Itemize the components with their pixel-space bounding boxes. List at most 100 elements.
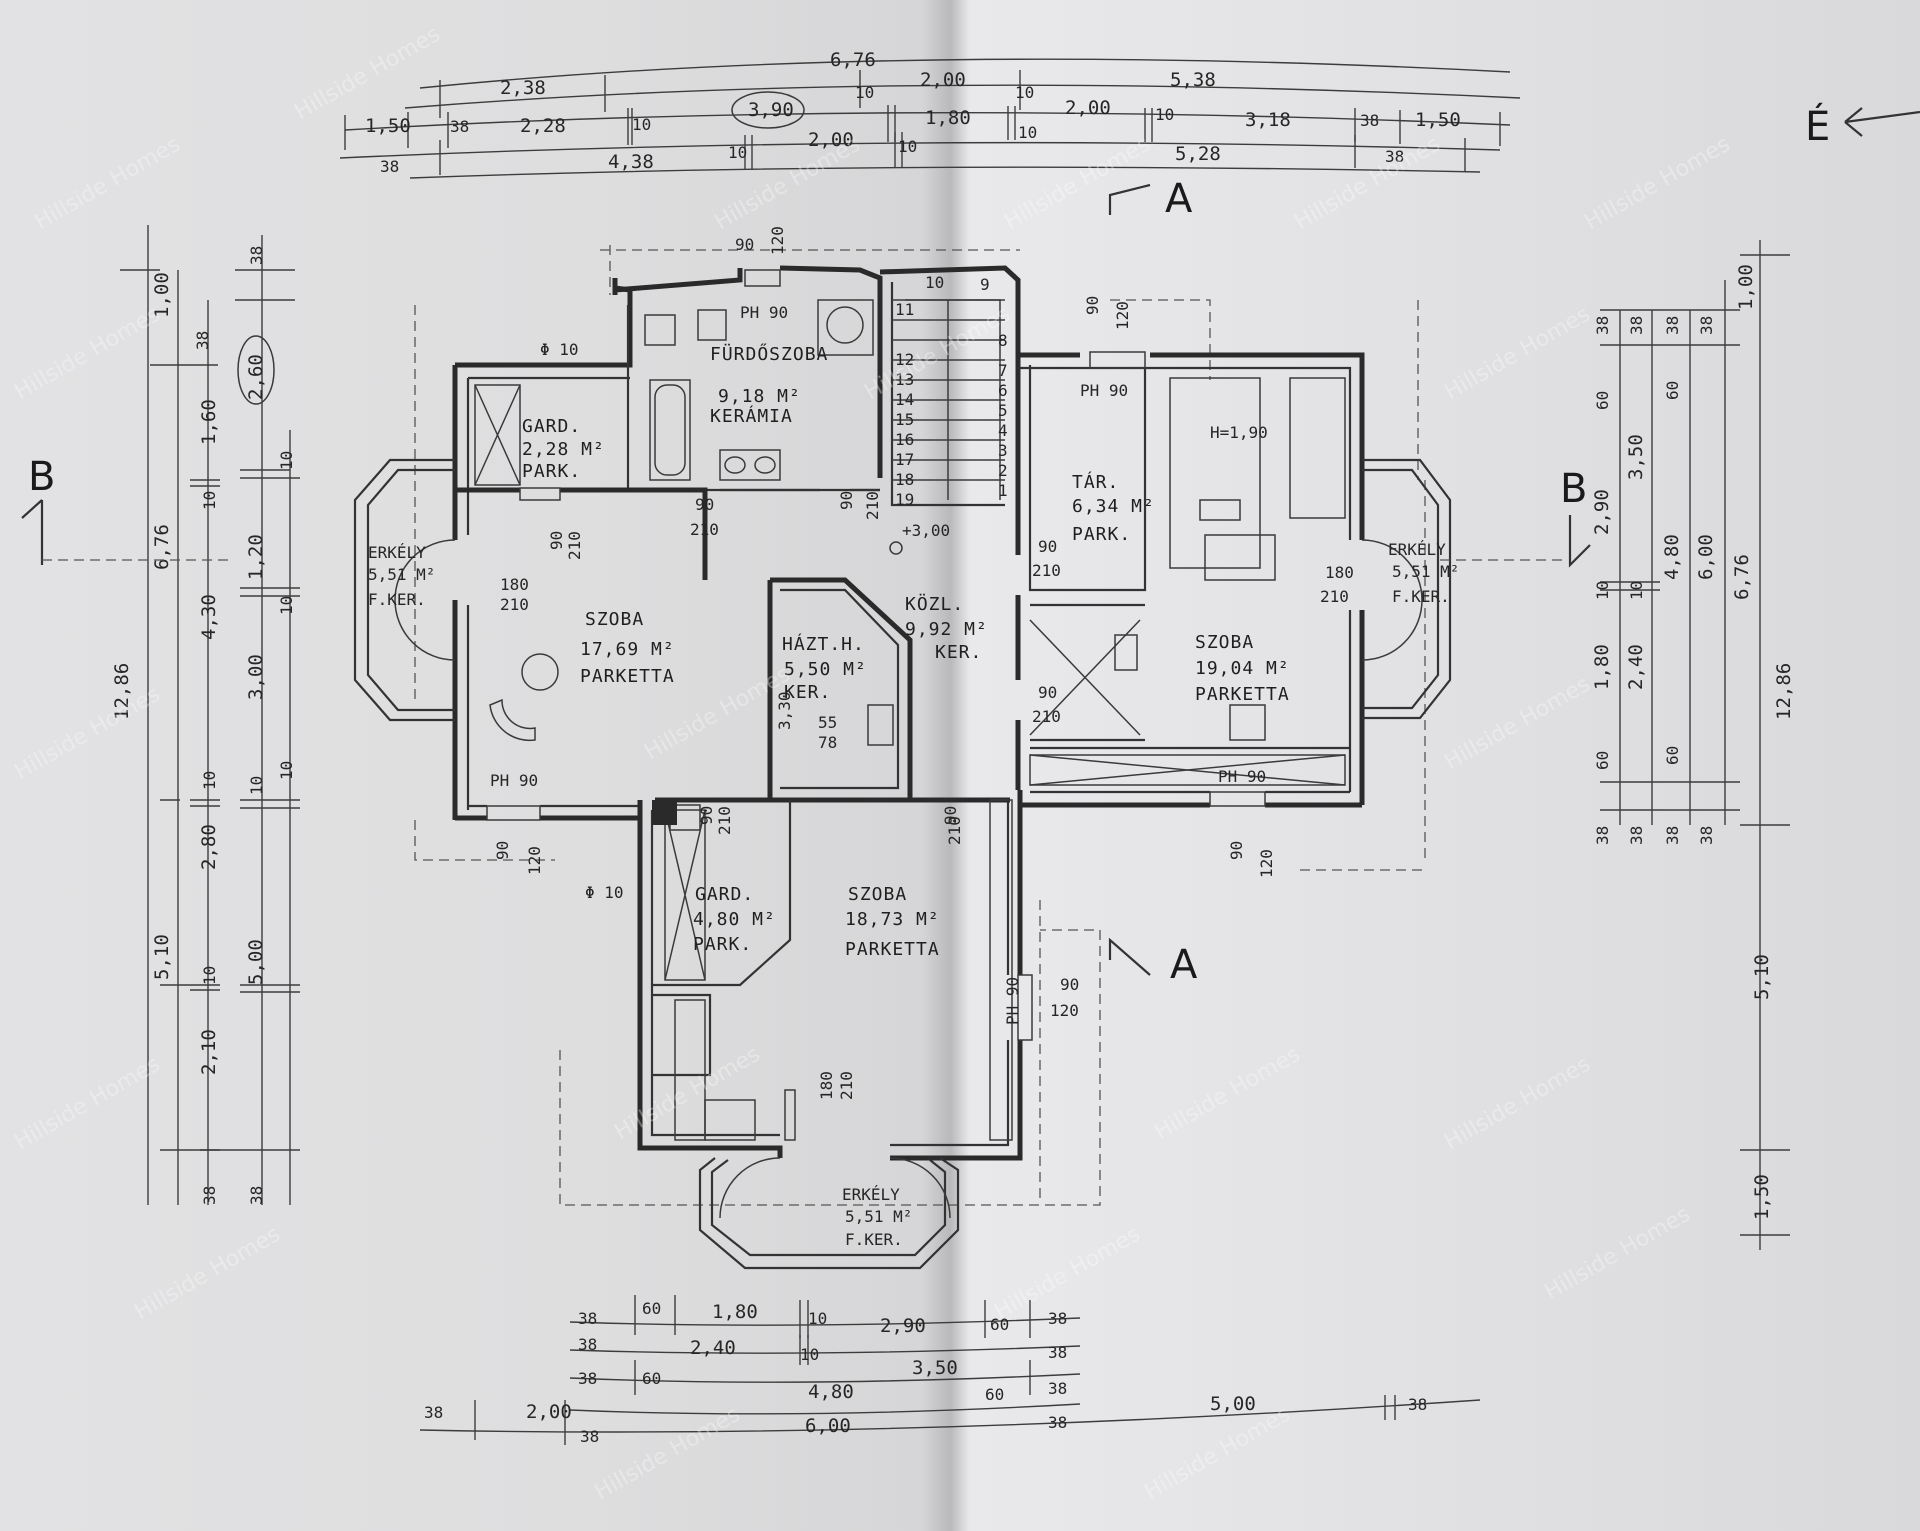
dim-left-col1: 12,86 — [111, 663, 133, 720]
svg-text:3,50: 3,50 — [912, 1357, 958, 1379]
svg-text:2,40: 2,40 — [1625, 644, 1647, 690]
svg-text:Hillside Homes: Hillside Homes — [611, 1042, 765, 1145]
dim-left-col2: 1,00 6,76 5,10 — [151, 272, 173, 980]
svg-text:FÜRDŐSZOBA: FÜRDŐSZOBA — [710, 343, 828, 365]
svg-text:ERKÉLY: ERKÉLY — [368, 543, 426, 562]
svg-text:HÁZT.H.: HÁZT.H. — [782, 633, 865, 655]
svg-text:38: 38 — [1385, 147, 1404, 166]
svg-text:10: 10 — [855, 83, 874, 102]
kitchen-fixtures — [1114, 377, 1346, 741]
svg-text:38: 38 — [247, 246, 266, 265]
room-erkely-west: ERKÉLY 5,51 M² F.KER. — [368, 543, 435, 609]
svg-text:5,10: 5,10 — [151, 934, 173, 980]
svg-text:Hillside Homes: Hillside Homes — [131, 1222, 285, 1325]
svg-text:38: 38 — [193, 331, 212, 350]
svg-text:9: 9 — [980, 275, 990, 294]
svg-text:PH 90: PH 90 — [1218, 767, 1266, 786]
svg-text:90: 90 — [837, 491, 856, 510]
svg-text:Φ 10: Φ 10 — [585, 883, 624, 902]
svg-text:Hillside Homes: Hillside Homes — [1441, 672, 1595, 775]
svg-text:Hillside Homes: Hillside Homes — [1151, 1042, 1305, 1145]
svg-text:210: 210 — [1032, 707, 1061, 726]
svg-text:90: 90 — [695, 495, 714, 514]
room-gard-1: GARD. 2,28 M² PARK. — [522, 416, 604, 482]
svg-text:78: 78 — [818, 733, 837, 752]
svg-text:5,51 M²: 5,51 M² — [368, 565, 435, 584]
svg-text:Hillside Homes: Hillside Homes — [11, 682, 165, 785]
svg-text:10: 10 — [632, 115, 651, 134]
svg-text:Hillside Homes: Hillside Homes — [31, 132, 185, 235]
svg-text:1,80: 1,80 — [925, 107, 971, 129]
dim-bottom-row2: 38 2,40 10 3,50 38 — [578, 1335, 1067, 1379]
svg-text:38: 38 — [1627, 826, 1646, 845]
svg-text:210: 210 — [1032, 561, 1061, 580]
svg-text:Hillside Homes: Hillside Homes — [1291, 132, 1445, 235]
svg-text:2,40: 2,40 — [690, 1337, 736, 1359]
svg-text:TÁR.: TÁR. — [1072, 471, 1119, 493]
roof-outline — [414, 245, 1426, 1206]
svg-text:F.KER.: F.KER. — [845, 1230, 903, 1249]
dim-right-col2: 38 3,50 10 2,40 38 — [1625, 316, 1647, 845]
svg-text:1,00: 1,00 — [1735, 264, 1757, 310]
svg-text:2,00: 2,00 — [1065, 97, 1111, 119]
svg-text:210: 210 — [500, 595, 529, 614]
svg-text:3,90: 3,90 — [748, 99, 794, 121]
svg-text:90: 90 — [1038, 537, 1057, 556]
svg-text:GARD.: GARD. — [695, 884, 754, 905]
svg-text:10: 10 — [728, 143, 747, 162]
left-dimension-chains — [120, 225, 300, 1205]
svg-text:Hillside Homes: Hillside Homes — [1141, 1402, 1295, 1505]
svg-text:38: 38 — [450, 117, 469, 136]
svg-text:38: 38 — [580, 1427, 599, 1446]
room-gard-2: GARD. 4,80 M² PARK. — [693, 884, 775, 955]
svg-text:60: 60 — [1593, 391, 1612, 410]
svg-text:PARK.: PARK. — [522, 461, 581, 482]
svg-text:38: 38 — [1048, 1343, 1067, 1362]
svg-text:13: 13 — [895, 370, 914, 389]
svg-text:90: 90 — [1227, 841, 1246, 860]
svg-text:9,18 M²: 9,18 M² — [718, 386, 801, 407]
svg-text:KER.: KER. — [935, 642, 982, 663]
svg-text:210: 210 — [863, 491, 882, 520]
dim-right-col5: 6,76 12,86 5,10 1,50 — [1731, 554, 1795, 1220]
svg-text:1,50: 1,50 — [1415, 109, 1461, 131]
chimney-flue — [652, 800, 677, 825]
dim-top-row3: 1,50 38 2,28 10 1,80 10 2,00 10 3,18 38 … — [365, 97, 1461, 142]
svg-text:5,28: 5,28 — [1175, 143, 1221, 165]
svg-text:SZOBA: SZOBA — [1195, 632, 1254, 653]
svg-text:10: 10 — [200, 966, 219, 985]
svg-text:5,51 M²: 5,51 M² — [1392, 562, 1459, 581]
svg-text:10: 10 — [1627, 581, 1646, 600]
svg-text:PARKETTA: PARKETTA — [580, 666, 675, 687]
svg-text:210: 210 — [837, 1071, 856, 1100]
svg-text:2,00: 2,00 — [808, 129, 854, 151]
svg-text:KER.: KER. — [784, 682, 831, 703]
svg-text:10: 10 — [808, 1309, 827, 1328]
svg-text:180: 180 — [1325, 563, 1354, 582]
svg-text:Φ 10: Φ 10 — [540, 340, 579, 359]
svg-text:12,86: 12,86 — [111, 663, 133, 720]
svg-text:60: 60 — [642, 1369, 661, 1388]
dim-bottom-row4: 6,00 38 — [805, 1413, 1067, 1437]
svg-text:38: 38 — [578, 1335, 597, 1354]
svg-text:2,00: 2,00 — [920, 69, 966, 91]
svg-text:10: 10 — [200, 771, 219, 790]
svg-text:A: A — [1170, 942, 1198, 988]
svg-text:120: 120 — [1113, 301, 1132, 330]
svg-text:210: 210 — [690, 520, 719, 539]
svg-text:38: 38 — [1048, 1309, 1067, 1328]
svg-text:8: 8 — [998, 331, 1008, 350]
svg-text:90: 90 — [735, 235, 754, 254]
right-dimension-chains — [1600, 240, 1790, 1250]
svg-text:10: 10 — [1155, 105, 1174, 124]
svg-text:60: 60 — [985, 1385, 1004, 1404]
svg-text:1,60: 1,60 — [198, 399, 220, 445]
svg-text:4: 4 — [998, 421, 1008, 440]
svg-text:2,90: 2,90 — [880, 1315, 926, 1337]
svg-text:PH 90: PH 90 — [490, 771, 538, 790]
svg-text:11: 11 — [895, 300, 914, 319]
svg-text:10: 10 — [277, 761, 296, 780]
section-mark-a-top: A — [1108, 176, 1193, 222]
svg-text:120: 120 — [1050, 1001, 1079, 1020]
svg-text:2,90: 2,90 — [1591, 489, 1613, 535]
